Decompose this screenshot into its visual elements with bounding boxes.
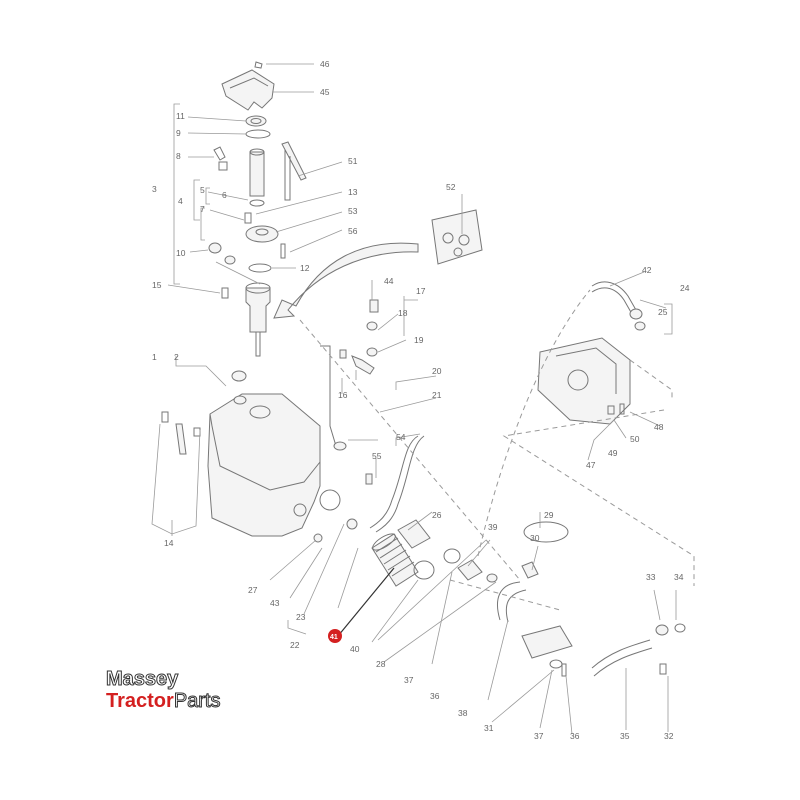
label-30: 30 [530, 533, 540, 543]
brand-logo: Massey TractorParts [106, 668, 266, 718]
label-50: 50 [630, 434, 640, 444]
label-13: 13 [348, 187, 358, 197]
label-41: 41 [330, 634, 338, 641]
label-43: 43 [270, 598, 280, 608]
label-47: 47 [586, 460, 596, 470]
label-4: 4 [178, 196, 183, 206]
logo-word-tractor: Tractor [106, 690, 174, 712]
label-35: 35 [620, 731, 630, 741]
filler-neck-assembly [173, 61, 307, 357]
label-51: 51 [348, 156, 358, 166]
label-14: 14 [164, 538, 174, 548]
label-2: 2 [174, 352, 179, 362]
label-10: 10 [176, 248, 186, 258]
label-22: 22 [290, 640, 300, 650]
label-56: 56 [348, 226, 358, 236]
suction-pipe-31 [521, 625, 573, 659]
label-49: 49 [608, 448, 618, 458]
label-16: 16 [338, 390, 348, 400]
hose-42 [591, 281, 637, 311]
label-6: 6 [222, 190, 227, 200]
label-42: 42 [642, 265, 652, 275]
label-36: 36 [570, 731, 580, 741]
label-7: 7 [200, 204, 205, 214]
label-40: 40 [350, 644, 360, 654]
assembly-arrow-icon [273, 242, 419, 319]
label-24: 24 [680, 283, 690, 293]
label-21: 21 [432, 390, 442, 400]
label-37: 37 [534, 731, 544, 741]
label-33: 33 [646, 572, 656, 582]
leader-lines [167, 63, 677, 735]
label-25: 25 [658, 307, 668, 317]
hydraulic-tank [151, 370, 341, 537]
label-20: 20 [432, 366, 442, 376]
label-34: 34 [674, 572, 684, 582]
highlight-marker [328, 629, 342, 643]
label-52: 52 [446, 182, 456, 192]
label-53: 53 [348, 206, 358, 216]
label-45: 45 [320, 87, 330, 97]
label-37: 37 [404, 675, 414, 685]
label-11: 11 [176, 111, 185, 121]
label-48: 48 [654, 422, 664, 432]
label-23: 23 [296, 612, 306, 622]
label-12: 12 [300, 263, 310, 273]
logo-line-1: Massey [106, 668, 179, 691]
label-8: 8 [176, 151, 181, 161]
label-39: 39 [488, 522, 498, 532]
flange-39 [457, 559, 483, 581]
label-1: 1 [152, 352, 157, 362]
label-9: 9 [176, 128, 181, 138]
decal-sticker [431, 209, 483, 265]
part-labels: 46 45 11 9 8 51 3 5 13 4 6 7 53 52 56 10… [152, 59, 690, 741]
label-46: 46 [320, 59, 330, 69]
label-3: 3 [152, 184, 157, 194]
label-44: 44 [384, 276, 394, 286]
logo-word-parts: Parts [173, 690, 221, 713]
pipe-35 [591, 639, 651, 669]
label-15: 15 [152, 280, 162, 290]
hydraulic-filter-element [371, 533, 419, 587]
label-19: 19 [414, 335, 424, 345]
fitting-26 [397, 519, 431, 549]
label-32: 32 [664, 731, 674, 741]
label-54: 54 [396, 432, 406, 442]
label-27: 27 [248, 585, 258, 595]
label-18: 18 [398, 308, 408, 318]
o-ring-40 [413, 560, 435, 580]
label-5: 5 [200, 185, 205, 195]
label-55: 55 [372, 451, 382, 461]
logo-line-2: TractorParts [106, 690, 266, 713]
label-26: 26 [432, 510, 442, 520]
hydraulic-pump [537, 337, 631, 425]
label-36: 36 [430, 691, 440, 701]
hose-and-fittings [313, 299, 425, 543]
label-28: 28 [376, 659, 386, 669]
label-31: 31 [484, 723, 494, 733]
label-38: 38 [458, 708, 468, 718]
label-29: 29 [544, 510, 554, 520]
label-17: 17 [416, 286, 426, 296]
